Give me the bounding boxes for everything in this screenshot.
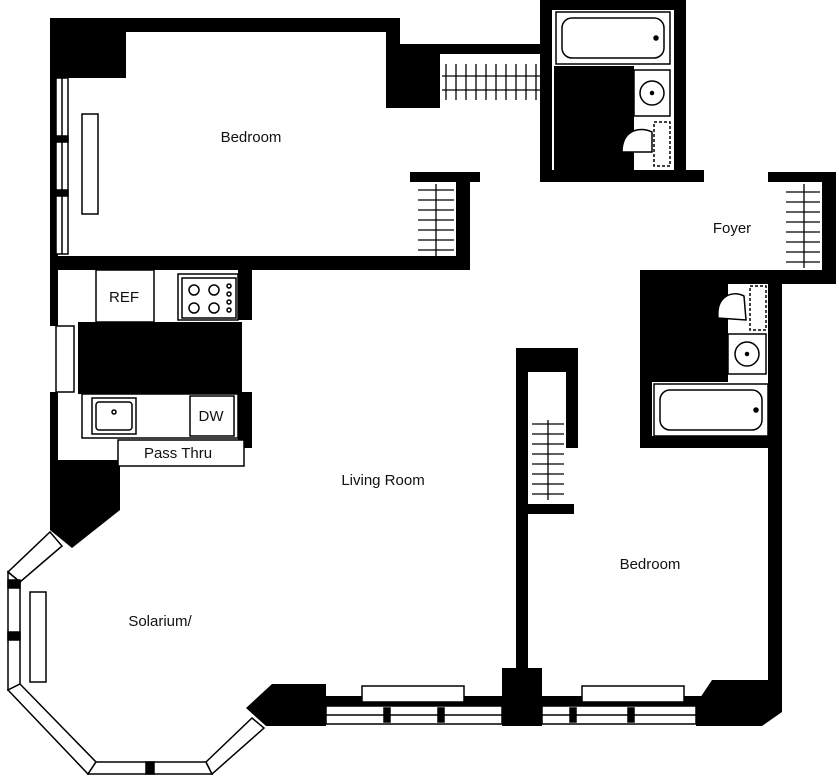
wall-kitchen-right-top: [238, 256, 252, 320]
wall-kitchen-top: [50, 256, 170, 270]
bath1-vanity-mass: [554, 66, 634, 170]
window-mullion-b4: [627, 707, 635, 723]
window-solarium-left: [7, 570, 21, 692]
toilet-bottom-tank: [749, 285, 767, 331]
kitchen-sink-drain: [111, 409, 117, 415]
solarium-mullion-2: [7, 631, 21, 641]
wall-corner-solarium: [50, 460, 120, 548]
wall-closet-bottom: [528, 504, 574, 514]
burner-1: [188, 284, 200, 296]
bedroom-radiator-bottom: [581, 685, 685, 703]
fixture-label-ref: REF: [109, 289, 139, 306]
wall-corner-bottom-right: [696, 680, 782, 726]
window-mullion-b2: [437, 707, 445, 723]
wall-bedroom-closet-top: [410, 172, 480, 182]
window-solarium-upper-angle: [6, 530, 64, 583]
stove-knob-2: [226, 291, 232, 297]
closet-bedroom: [418, 184, 454, 256]
window-mullion-b3: [569, 707, 577, 723]
solarium-radiator: [29, 591, 47, 683]
wall-left-lower: [50, 392, 58, 464]
closet-foyer: [786, 184, 820, 268]
room-label-foyer: Foyer: [713, 220, 751, 237]
fixture-label-dw: DW: [199, 408, 225, 425]
wall-kitchen-right-bottom: [238, 392, 252, 448]
wall-bedroom-closet-right: [456, 172, 470, 270]
refrigerator: [95, 269, 155, 323]
stove-knob-4: [226, 307, 232, 313]
bath-fixtures: [555, 11, 769, 437]
burner-3: [188, 302, 200, 314]
bathtub-top-basin: [561, 17, 665, 59]
wall-bath1-bottom: [540, 170, 704, 182]
wall-partition: [516, 348, 528, 668]
wall-partition-closet: [566, 348, 578, 448]
living-radiator: [361, 685, 465, 703]
burner-4: [208, 302, 220, 314]
walls: [50, 0, 836, 726]
dishwasher: [189, 395, 235, 437]
wall-pillar-closet: [386, 44, 440, 108]
fixture-label-pass-thru: Pass Thru: [144, 445, 212, 462]
bathtub-bottom-drain: [753, 407, 759, 413]
window-mullion-2: [55, 189, 69, 197]
windows: [6, 77, 697, 776]
window-solarium-right-angle: [205, 716, 266, 776]
window-left-kitchen: [55, 325, 75, 393]
closets: [418, 64, 820, 500]
stove-knob-3: [226, 299, 232, 305]
pass-thru-counter: [117, 439, 245, 467]
wall-bottom-pillar: [502, 668, 542, 726]
window-mullion-1: [55, 135, 69, 143]
closet-top: [442, 64, 540, 100]
wall-left-upper: [50, 18, 58, 256]
kitchen-counter-mass: [78, 322, 242, 394]
wall-bath1-top: [540, 0, 686, 10]
toilet-bottom-bowl: [717, 293, 747, 321]
room-label-bedroom-bottom: Bedroom: [620, 556, 681, 573]
burner-2: [208, 284, 220, 296]
wall-foyer-closet-right: [822, 172, 836, 282]
bedroom-radiator: [81, 113, 99, 215]
wall-foyer-closet-top: [768, 172, 836, 182]
bath2-vanity-mass: [652, 284, 728, 382]
toilet-top-bowl: [621, 128, 653, 153]
closet-bedroom-lower: [532, 420, 564, 500]
bathtub-bottom-basin: [659, 389, 763, 431]
room-label-bedroom-top: Bedroom: [221, 129, 282, 146]
wall-bath2-bottom: [640, 436, 778, 448]
wall-bath1-left: [540, 0, 552, 170]
wall-right-exterior: [768, 284, 782, 704]
wall-top-bedroom: [50, 18, 396, 32]
window-mullion-b1: [383, 707, 391, 723]
sink-top-drain: [649, 90, 655, 96]
stove-knob-1: [226, 283, 232, 289]
toilet-top-tank: [653, 121, 671, 167]
bathtub-top-drain: [653, 35, 659, 41]
wall-left-kitchen: [50, 256, 58, 326]
kitchen-fixtures: [81, 269, 245, 467]
solarium-mullion-1: [7, 579, 21, 589]
wall-bath1-right: [674, 0, 686, 182]
room-label-solarium: Solarium/: [128, 613, 192, 630]
kitchen-sink-basin: [95, 401, 133, 431]
wall-bath2-left: [640, 270, 652, 448]
room-label-living-room: Living Room: [341, 472, 424, 489]
wall-bottom-left-block: [246, 684, 326, 726]
sink-bottom-drain: [744, 351, 750, 357]
window-solarium-lower-angle: [6, 683, 97, 776]
solarium-mullion-3: [145, 761, 155, 775]
wall-closet-top: [386, 44, 546, 54]
wall-bath2-top: [640, 270, 836, 284]
labels: Bedroom Foyer Living Room Bedroom Solari…: [109, 129, 751, 630]
